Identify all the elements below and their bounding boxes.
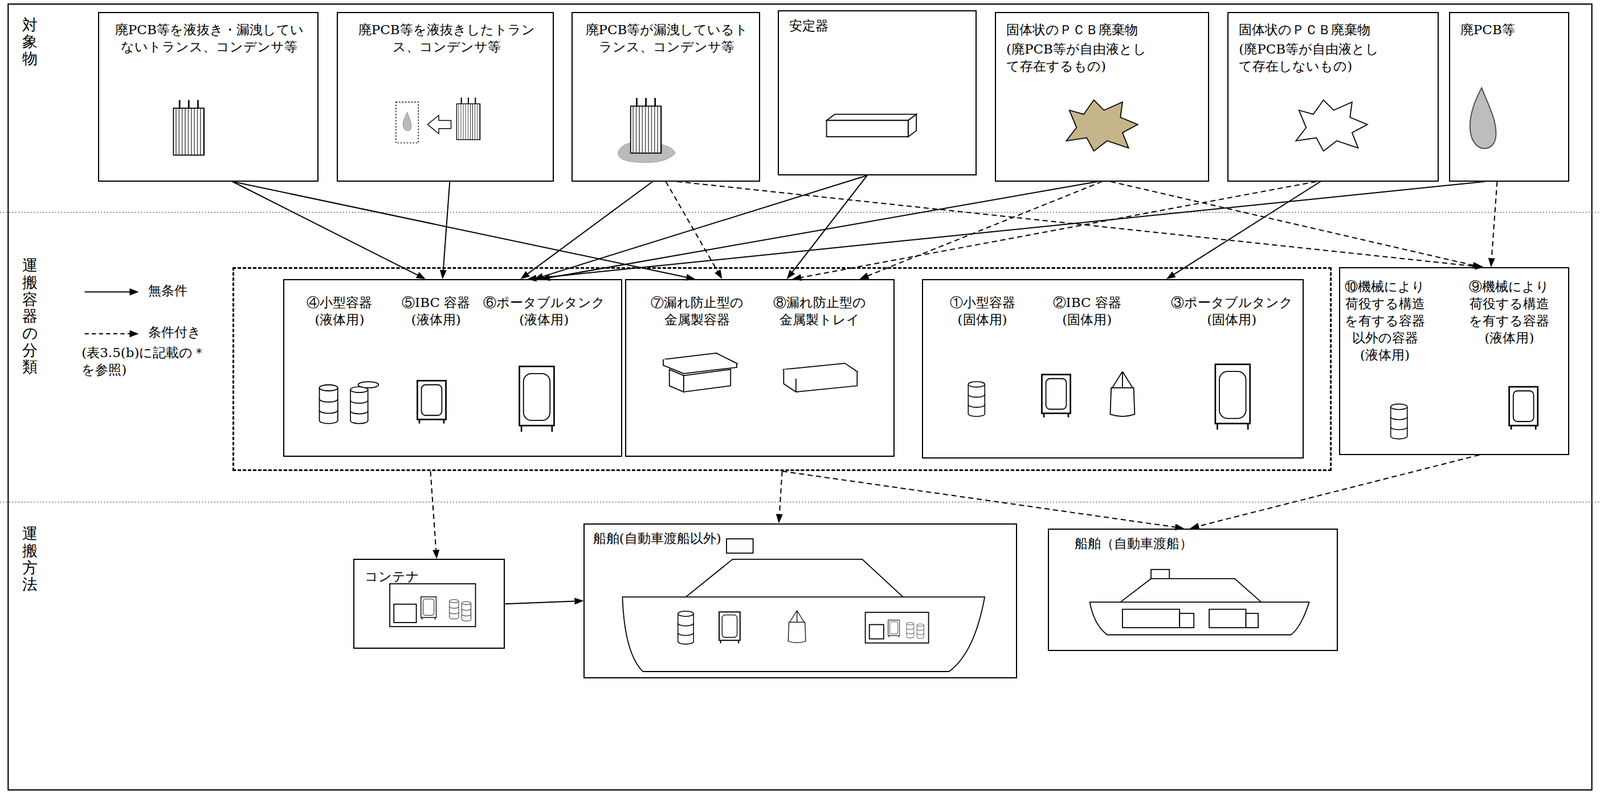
source-box: 廃PCB等が漏洩しているトランス、コンデンサ等 [571,11,761,182]
box-text: ⑤IBC 容器 (液体用) [396,294,476,329]
transport-box: 船舶(自動車渡船以外) [583,523,1018,679]
legend-text: 条件付き [148,324,202,342]
legend-text: 無条件 [148,282,188,300]
box-text: 船舶（自動車渡船） [1074,535,1279,553]
transport-icons [389,539,1310,672]
conditional-arrow [1189,455,1480,530]
solid-waste-icons [1066,87,1496,151]
box-text: ⑦漏れ防止型の 金属製容器 [649,294,746,329]
unconditional-arrow [504,597,584,605]
container-group: ④小型容器 (液体用) ⑤IBC 容器 (液体用)⑥ポータブルタンク (液体用) ⑦… [232,267,1332,472]
unconditional-arrow [520,181,653,280]
ballast-icon [826,114,917,137]
unconditional-arrow [232,181,426,280]
source-box: 安定器 [777,10,977,176]
outer-frame [0,3,1600,791]
box-text: 船舶(自動車渡船以外) [593,530,798,548]
unconditional-arrow [540,181,1098,281]
box-text: ⑥ポータブルタンク (液体用) [482,294,606,329]
box-text: 廃PCB等を液抜きしたトランス、コンデンサ等 [348,21,546,56]
transport-box: コンテナ [353,558,506,650]
legend-samples [84,288,140,338]
conditional-arrow [1488,181,1498,268]
conditional-arrow [430,471,440,559]
source-box: 廃PCB等 [1449,11,1570,182]
container-box: ⑩機械により 荷役する構造 を有する容器 以外の容器 (液体用) ⑨機械により 荷… [1339,267,1570,456]
box-text: ⑨機械により 荷役する構造 を有する容器 (液体用) [1467,278,1551,348]
source-box: 固体状のＰＣＢ廃棄物 (廃PCB等が自由液として存在しないもの) [1227,11,1439,182]
row-label: 運搬容器の分類 [22,256,38,376]
transport-box: 船舶（自動車渡船） [1047,528,1338,652]
box-text: 安定器 [789,17,968,35]
container-icons [319,353,1538,440]
row-label: 対象物 [22,16,38,68]
box-text: ③ポータブルタンク (固体用) [1170,294,1294,329]
box-text: ⑩機械により 荷役する構造 を有する容器 以外の容器 (液体用) [1343,278,1427,364]
box-text: 廃PCB等 [1460,21,1563,39]
box-text: ①小型容器 (固体用) [945,294,1020,329]
box-text: 固体状のＰＣＢ廃棄物 [1238,21,1433,39]
unconditional-arrow [533,175,868,280]
box-text: ④小型容器 (液体用) [302,294,377,329]
conditional-arrow [1110,181,1482,269]
box-text: ⑧漏れ防止型の 金属製トレイ [770,294,868,329]
source-box: 廃PCB等を液抜きしたトランス、コンデンサ等 [336,11,554,182]
row-label: 運搬方法 [22,525,38,594]
conditional-arrow [776,471,783,524]
unconditional-arrow [527,181,1485,283]
source-box: 廃PCB等を液抜き・漏洩していないトランス、コンデンサ等 [98,11,319,182]
container-box: ④小型容器 (液体用) ⑤IBC 容器 (液体用)⑥ポータブルタンク (液体用) [283,279,623,457]
transformer-icons [173,97,676,163]
unconditional-arrow [232,181,696,281]
conditional-arrow [859,181,1102,280]
box-text: コンテナ [364,568,488,586]
unconditional-arrow [1166,181,1321,280]
box-text: 固体状のＰＣＢ廃棄物 [1006,21,1203,39]
unconditional-arrow [439,181,450,280]
box-text: 廃PCB等が漏洩しているトランス、コンデンサ等 [582,21,751,56]
box-text: 廃PCB等を液抜き・漏洩していないトランス、コンデンサ等 [109,21,310,56]
container-box: ①小型容器 (固体用) ②IBC 容器 (固体用) ③ポータブルタンク (固体用) [921,279,1304,459]
conditional-arrow [792,181,1317,281]
legend-note: (表3.5(b)に記載の＊を参照) [81,344,216,379]
box-text: ②IBC 容器 (固体用) [1047,294,1127,329]
source-box: 固体状のＰＣＢ廃棄物 (廃PCB等が自由液として存在するもの) [994,11,1210,182]
container-box: ⑦漏れ防止型の 金属製容器 ⑧漏れ防止型の 金属製トレイ [625,279,895,457]
box-text: (廃PCB等が自由液として存在しないもの) [1238,41,1393,76]
box-text: (廃PCB等が自由液として存在するもの) [1006,41,1160,76]
conditional-arrow [782,471,1185,531]
unconditional-arrow [786,175,868,280]
